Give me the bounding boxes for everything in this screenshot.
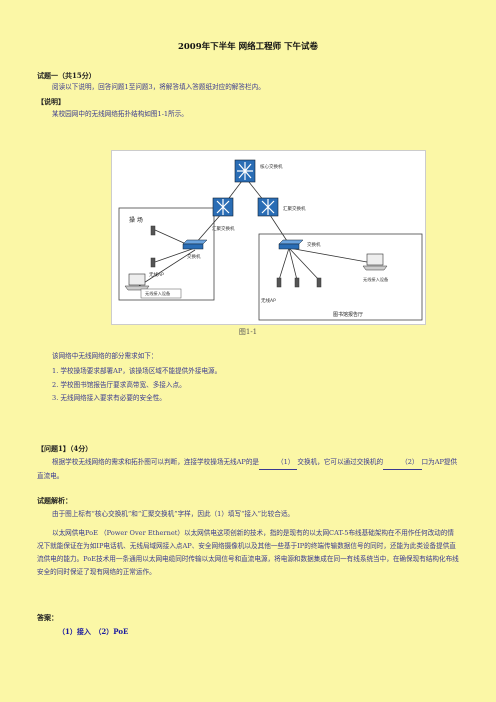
figure-caption: 图1-1: [238, 328, 258, 336]
requirements-intro: 该网络中无线网络的部分需求如下：: [52, 352, 158, 360]
answer-blank-2: （2）: [383, 456, 422, 470]
ap-icon: [276, 277, 322, 288]
analysis-heading: 试题解析：: [37, 496, 72, 505]
requirement-item: 2. 学校图书馆报告厅要求高带宽、多接入点。: [52, 380, 186, 389]
ap-label-right: 无线AP: [261, 297, 276, 304]
core-switch-label: 核心交换机: [260, 163, 283, 170]
agg-switch-left-label: 汇聚交换机: [212, 225, 235, 232]
switch-left-label: 交换机: [187, 253, 201, 260]
topology-diagram: 核心交换机 汇聚交换机 汇聚交换机 交换机 交换机 操 场 图书馆报告厅: [111, 150, 426, 325]
requirements-list: 1. 学校操场要求部署AP，该操场区域不能提供外接电源。 2. 学校图书馆报告厅…: [52, 365, 221, 406]
description-text: 某校园网中的无线网络拓扑结构如图1-1所示。: [52, 110, 188, 118]
sub-question-1-heading: 【问题1】（4分）: [37, 444, 93, 453]
ap-icon: [150, 225, 156, 268]
analysis-paragraph-1: 由于图上标有“核心交换机”和“汇聚交换机”字样，因此（1）填写“接入”比较合适。: [52, 510, 295, 518]
playground-area: [118, 207, 215, 301]
requirement-item: 1. 学校操场要求部署AP，该操场区域不能提供外接电源。: [52, 367, 222, 375]
laptop-right-icon: [362, 253, 388, 271]
answer-heading: 答案：: [37, 613, 58, 622]
description-heading: 【说明】: [37, 97, 65, 106]
laptop-right-label: 无线接入设备: [363, 276, 389, 283]
ap-label-left: 无线AP: [149, 271, 164, 278]
question-1-instruction: 阅读以下说明，回答问题1至问题3，将解答填入答题纸对应的解答栏内。: [52, 83, 265, 91]
agg-switch-right-label: 汇聚交换机: [283, 205, 306, 212]
switch-left-icon: [182, 239, 208, 250]
switch-right-label: 交换机: [307, 241, 321, 248]
requirement-item: 3. 无线网络接入要求有必要的安全性。: [52, 394, 166, 402]
question-1-heading: 试题一（共15分）: [37, 71, 96, 80]
analysis-paragraph-2: 以太网供电PoE （Power Over Ethernet）以太网供电这项创新的…: [37, 529, 459, 576]
answer-text: （1）接入 （2）PoE: [58, 627, 129, 636]
core-switch-icon: [234, 159, 256, 183]
agg-switch-right-icon: [257, 197, 279, 217]
library-area: [258, 233, 423, 321]
answer-blank-1: （1）: [259, 456, 298, 470]
library-label: 图书馆报告厅: [333, 311, 363, 318]
switch-right-icon: [278, 239, 304, 250]
laptop-left-label: 无线接入设备: [145, 290, 171, 297]
page-title: 2009年下半年 网络工程师 下午试卷: [177, 42, 319, 52]
agg-switch-left-icon: [212, 197, 234, 217]
sub-question-1-text: 根据学校无线网络的需求和拓扑图可以判断，连接学校操场无线AP的是（1）交换机，它…: [37, 456, 458, 480]
playground-label: 操 场: [129, 216, 143, 224]
